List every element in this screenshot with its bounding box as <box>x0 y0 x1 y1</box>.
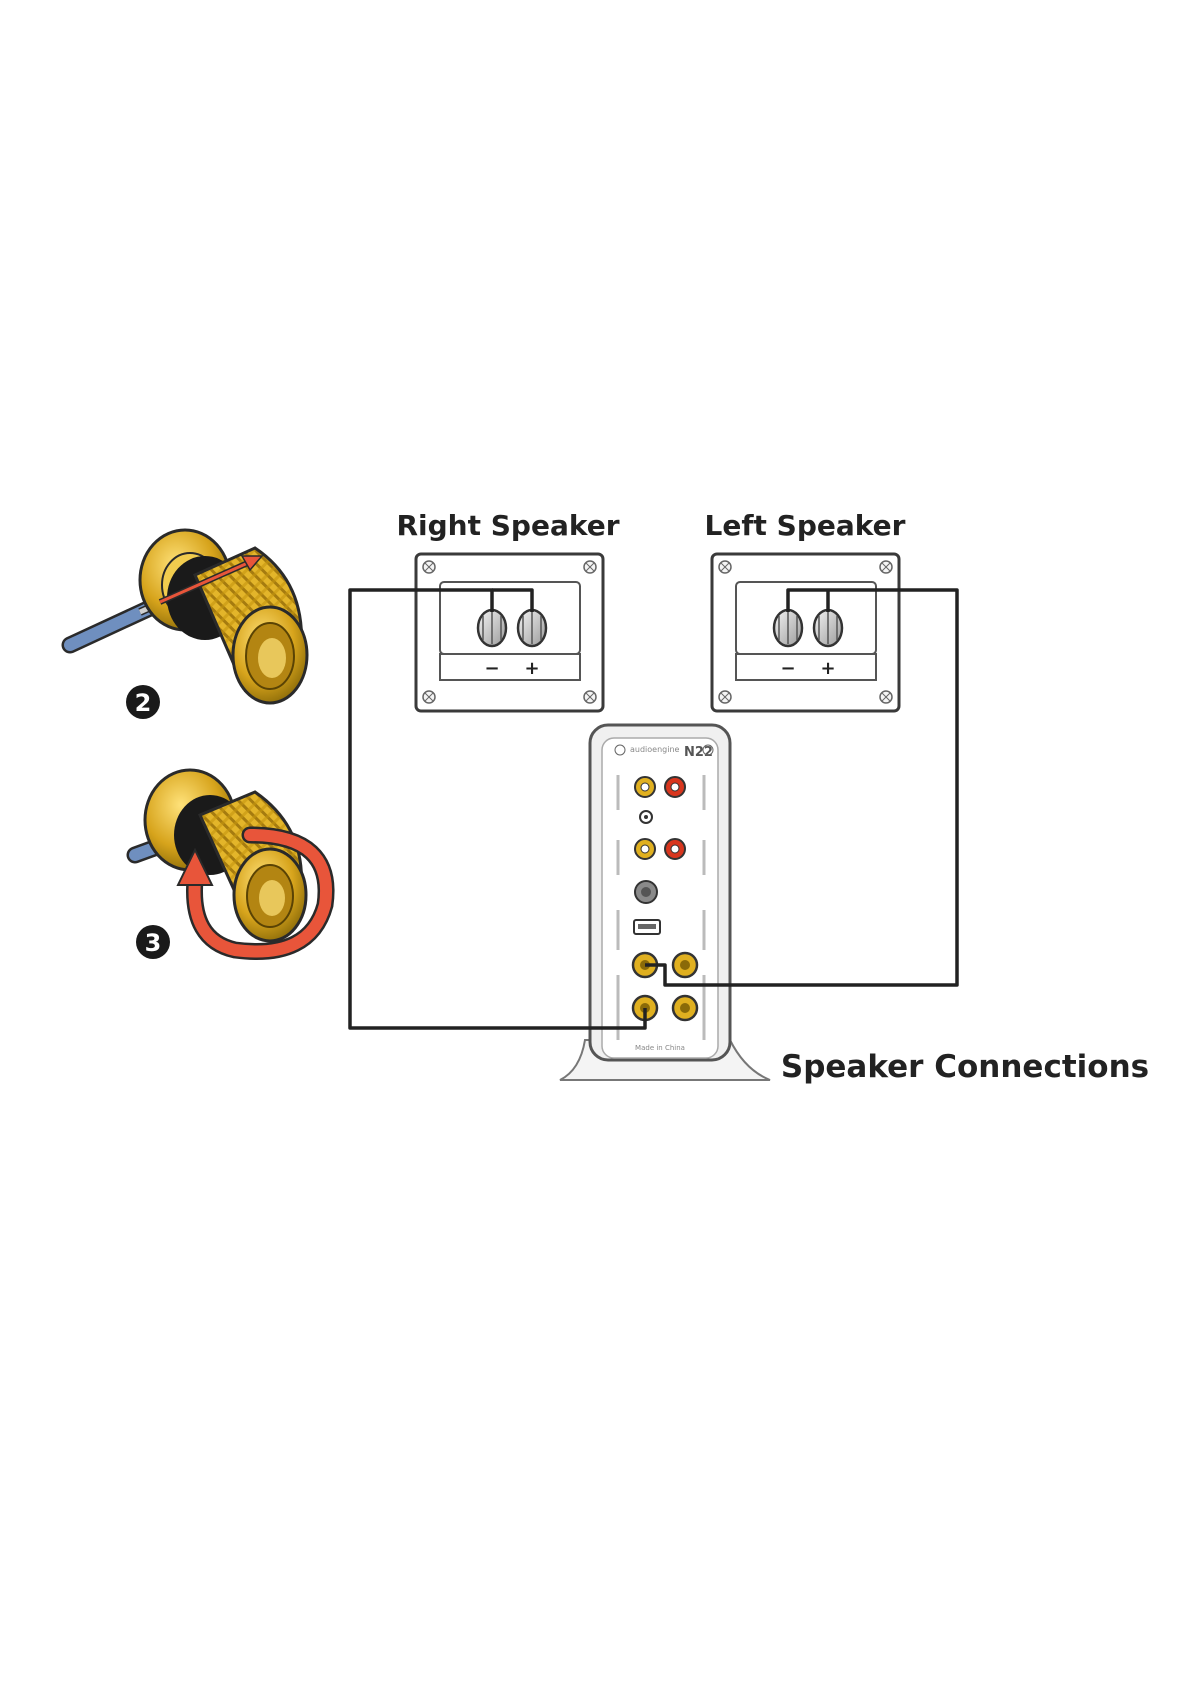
right-speaker-terminal: − + <box>416 554 603 711</box>
step-3-badge: 3 <box>136 925 170 959</box>
left-speaker-label: Left Speaker <box>705 509 906 542</box>
screw-icon <box>880 561 892 573</box>
binding-post-icon <box>70 530 307 703</box>
negative-terminal-icon <box>774 610 802 646</box>
headphone-jack-icon <box>640 811 652 823</box>
left-speaker-terminal: − + <box>712 554 899 711</box>
model-label: N22 <box>684 745 713 760</box>
screw-icon <box>719 691 731 703</box>
svg-text:2: 2 <box>135 689 152 717</box>
screw-icon <box>584 691 596 703</box>
screw-icon <box>719 561 731 573</box>
screw-icon <box>423 691 435 703</box>
negative-terminal-icon <box>478 610 506 646</box>
usb-port-icon <box>634 920 660 934</box>
positive-label: + <box>820 658 835 679</box>
positive-terminal-icon <box>814 610 842 646</box>
power-input-icon <box>635 881 657 903</box>
diagram-caption: Speaker Connections <box>781 1049 1149 1085</box>
step-2-badge: 2 <box>126 685 160 719</box>
negative-label: − <box>780 658 795 679</box>
negative-label: − <box>484 658 499 679</box>
binding-post-turn-icon <box>135 770 326 952</box>
svg-text:3: 3 <box>145 929 162 957</box>
origin-label: Made in China <box>635 1044 685 1052</box>
positive-label: + <box>524 658 539 679</box>
positive-terminal-icon <box>518 610 546 646</box>
screw-icon <box>423 561 435 573</box>
right-speaker-label: Right Speaker <box>396 509 619 542</box>
screw-icon <box>880 691 892 703</box>
brand-label: audioengine <box>630 745 680 754</box>
screw-icon <box>584 561 596 573</box>
